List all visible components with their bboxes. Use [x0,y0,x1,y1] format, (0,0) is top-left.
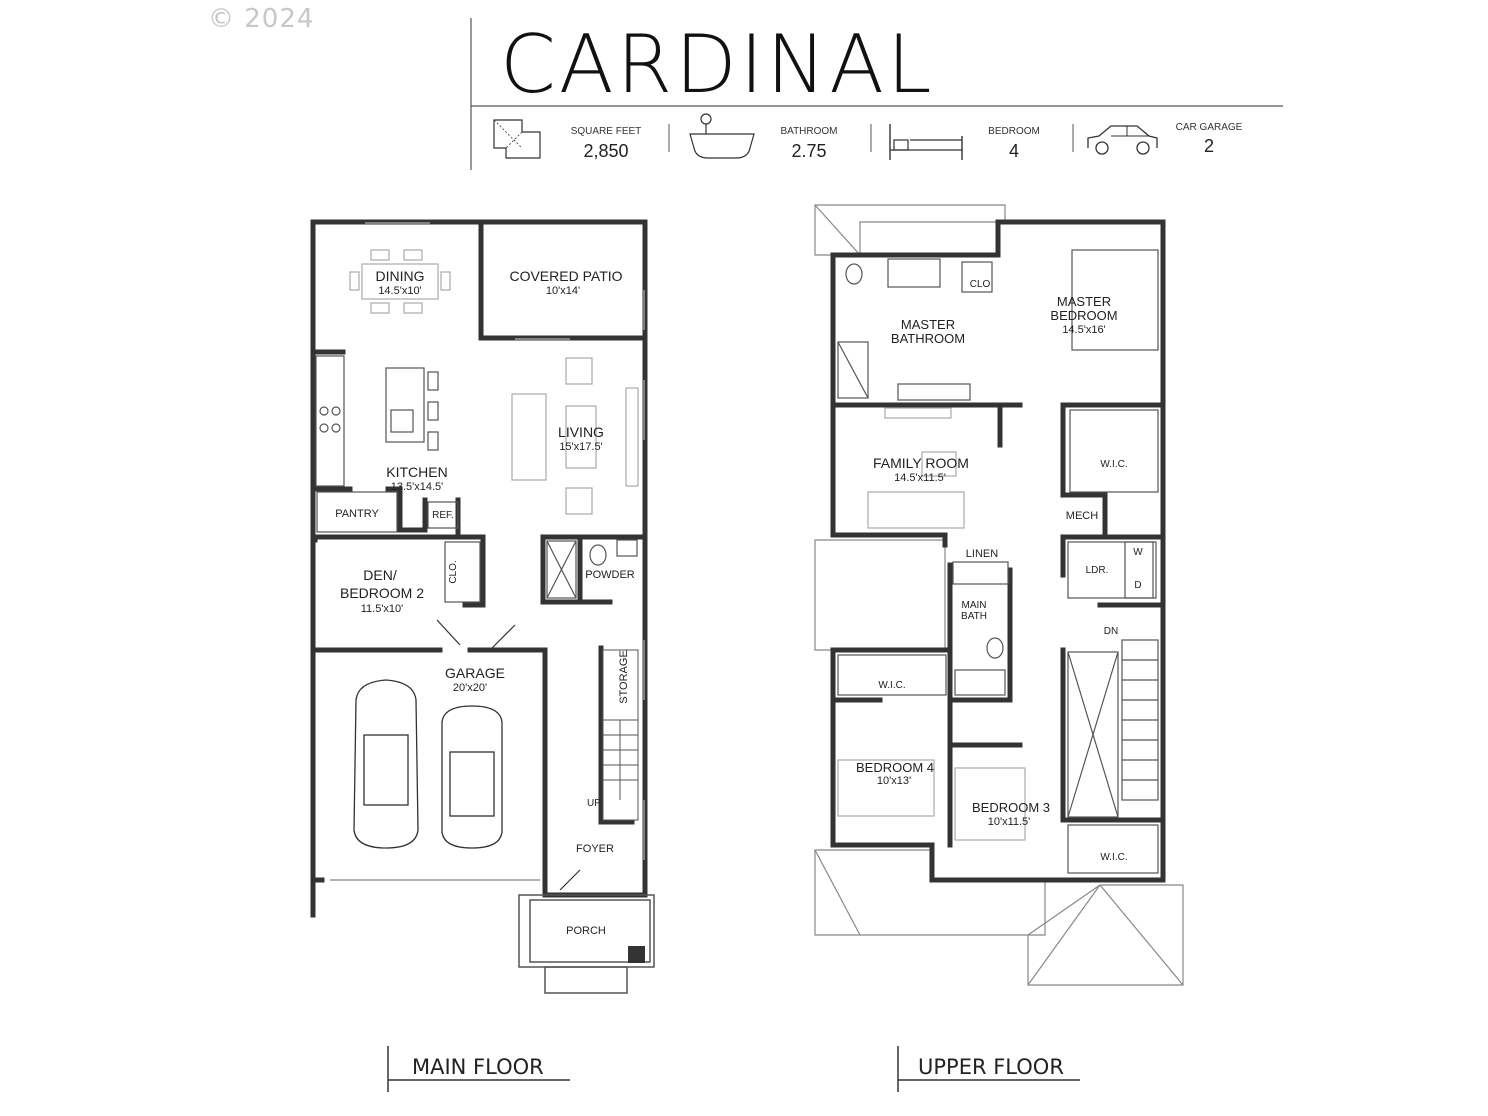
main-floor-label: MAIN FLOOR [412,1055,544,1079]
den-closet-label: CLO. [448,560,459,583]
wic-bed3-label: W.I.C. [1100,852,1127,863]
bedroom3-label: BEDROOM 3 [972,800,1050,815]
garage-label: GARAGE [445,665,505,681]
copyright-notice: © 2024 [208,4,315,34]
laundry-label: LDR. [1086,565,1109,576]
main-bath-label-line1: MAIN [962,600,987,611]
stat-value-bedroom: 4 [1008,141,1019,161]
family-room-size: 14.5'x11.5' [894,472,946,484]
pantry-label: PANTRY [335,508,379,520]
stat-label-garage: CAR GARAGE [1175,122,1243,133]
porch-label: PORCH [566,925,606,937]
master-bath-label-line1: MASTER [901,317,955,332]
upper-floor-label: UPPER FLOOR [918,1055,1064,1079]
dining-size: 14.5'x10' [378,285,421,297]
den-label-line1: DEN/ [363,567,397,583]
stat-value-garage: 2 [1203,136,1214,156]
mech-label: MECH [1066,510,1098,522]
dryer-label: D [1134,580,1141,591]
stair-up-label: UP [587,798,601,809]
stat-value-bathroom: 2.75 [791,141,827,161]
patio-label: COVERED PATIO [509,268,622,284]
bed-icon [889,124,963,160]
linen-label: LINEN [966,548,998,560]
main-bath-label-line2: BATH [961,611,987,622]
upper-closet-label: CLO [970,279,991,290]
kitchen-size: 13.5'x14.5' [391,481,444,493]
foyer-label: FOYER [576,843,614,855]
living-label: LIVING [558,424,604,440]
bedroom4-size: 10'x13' [877,775,911,787]
powder-label: POWDER [585,569,635,581]
garage-size: 20'x20' [453,682,487,694]
storage-label: STORAGE [618,650,630,704]
stat-label-sqft: SQUARE FEET [570,126,642,137]
living-size: 15'x17.5' [559,441,602,453]
bathtub-icon [689,113,755,159]
stat-label-bathroom: BATHROOM [780,126,838,137]
den-size: 11.5'x10' [361,603,404,615]
washer-label: W [1133,547,1143,558]
kitchen-label: KITCHEN [386,464,447,480]
stat-value-sqft: 2,850 [583,141,629,161]
wic-master-label: W.I.C. [1100,459,1127,470]
den-label-line2: BEDROOM 2 [340,585,424,601]
stat-label-bedroom: BEDROOM [988,126,1040,137]
stair-down-label: DN [1104,626,1118,637]
ref-label: REF. [432,510,454,521]
bedroom3-size: 10'x11.5' [988,816,1031,828]
master-bed-label-line2: BEDROOM [1050,308,1117,323]
master-bed-label-line1: MASTER [1057,294,1111,309]
master-bed-size: 14.5'x16' [1062,324,1105,336]
floorplan-icon [493,119,541,159]
bedroom4-label: BEDROOM 4 [856,760,934,775]
family-room-label: FAMILY ROOM [873,455,969,471]
master-bath-label-line2: BATHROOM [891,331,965,346]
dining-label: DINING [376,268,425,284]
car-icon [1087,125,1158,155]
plan-title: CARDINAL [500,18,935,111]
wic-bed4-label: W.I.C. [878,680,905,691]
patio-size: 10'x14' [546,285,580,297]
